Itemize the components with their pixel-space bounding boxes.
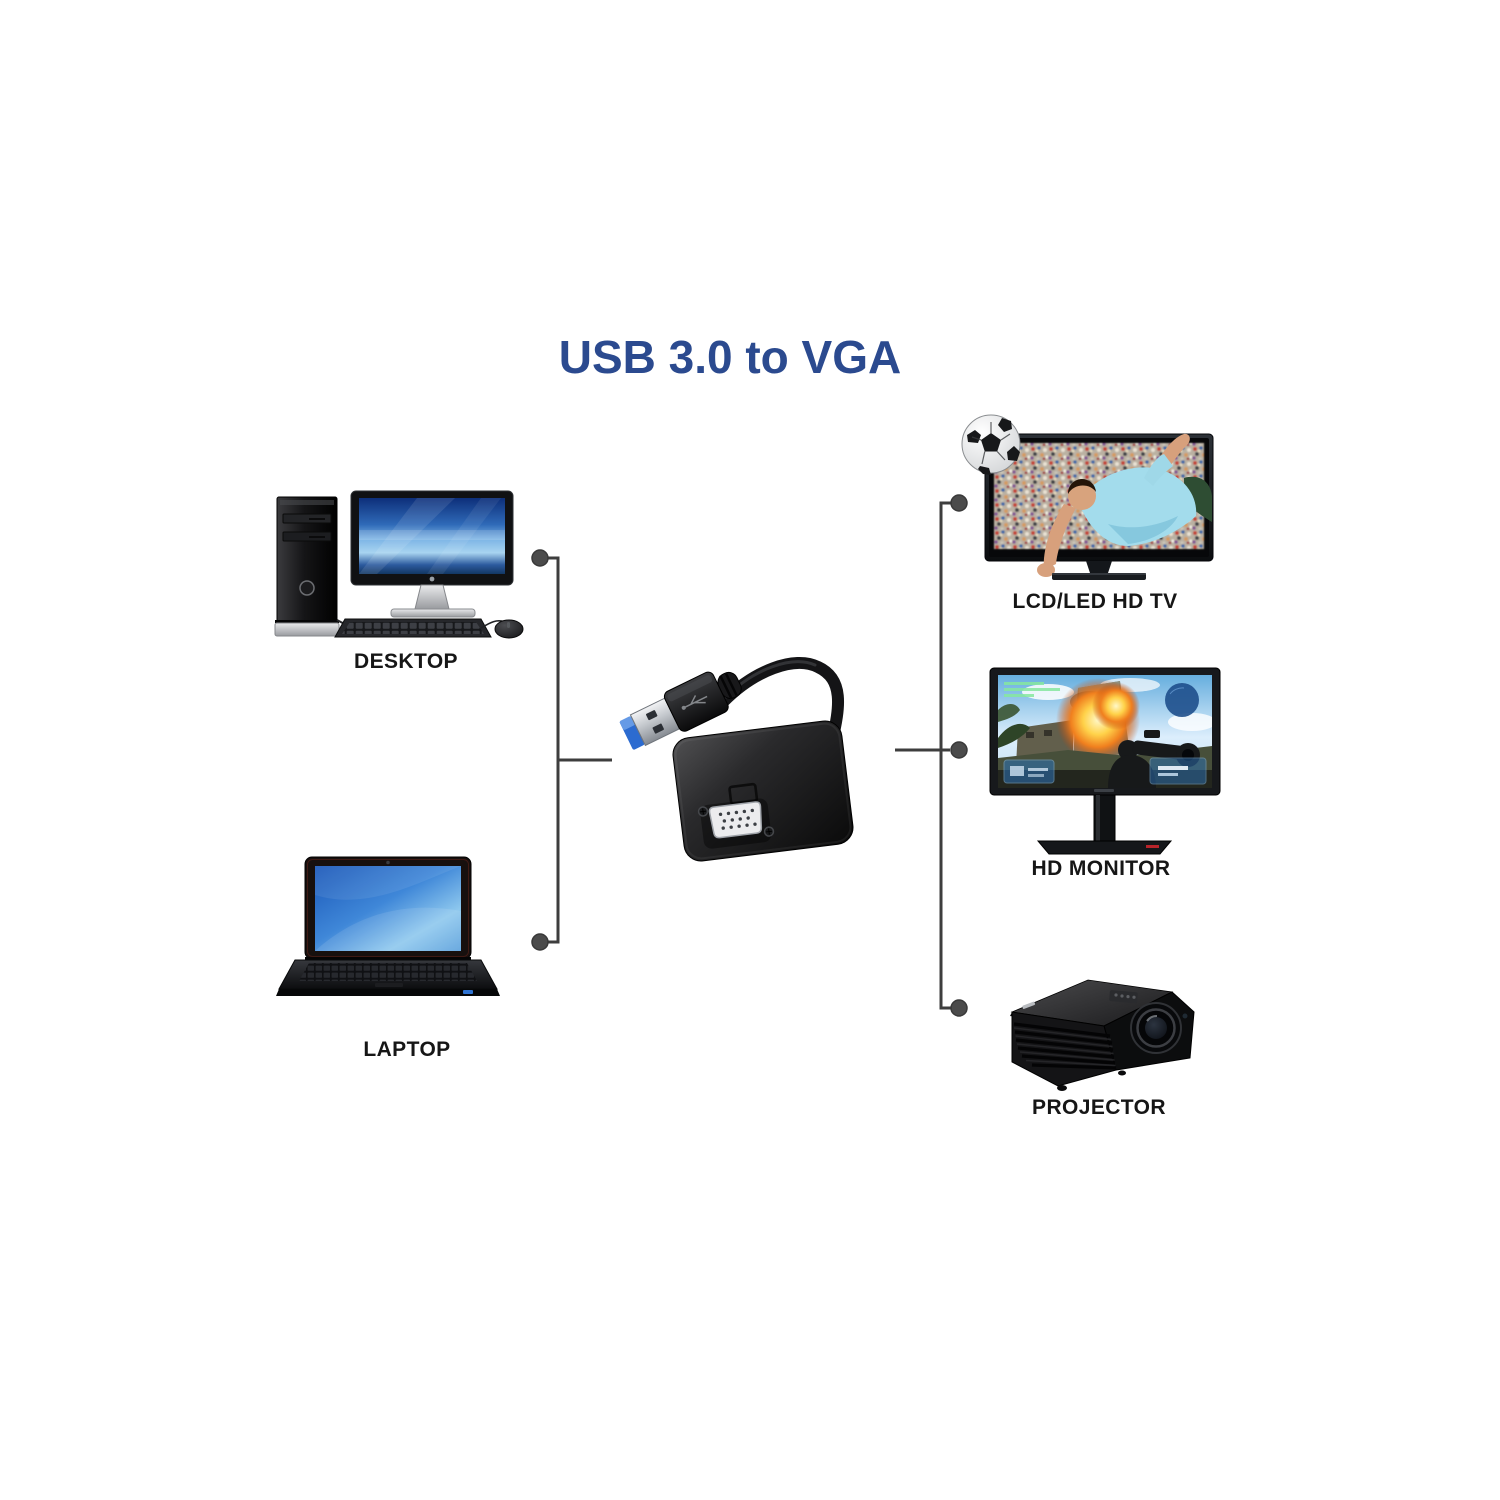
laptop-image [276, 856, 500, 996]
tv-figure [958, 404, 1223, 586]
keyboard [334, 618, 492, 638]
projector-figure [992, 966, 1212, 1106]
projector-image [1010, 979, 1195, 1091]
laptop-base [276, 957, 500, 996]
vga-port [708, 801, 763, 839]
adapter-body [672, 720, 854, 862]
monitor-label: HD MONITOR [1031, 857, 1171, 880]
projector-label: PROJECTOR [1032, 1096, 1166, 1119]
adapter-figure [598, 643, 898, 873]
desktop-monitor [350, 490, 514, 618]
usb-logo [681, 695, 708, 710]
hud-text [1004, 682, 1060, 697]
monitor-figure [978, 658, 1228, 858]
monitor-stand [1036, 794, 1173, 855]
connector-node-projector [950, 999, 968, 1017]
vent-ribs [1013, 1022, 1117, 1070]
desktop-label: DESKTOP [354, 650, 458, 673]
laptop-label: LAPTOP [363, 1038, 451, 1061]
soccer-ball [961, 414, 1021, 475]
desktop-figure [265, 478, 545, 663]
connector-node-monitor [950, 741, 968, 759]
screw-holes [697, 806, 775, 837]
tv-stand [1052, 561, 1146, 580]
connector-node-laptop [531, 933, 549, 951]
soccer-player [1037, 433, 1212, 577]
desktop-pc-image [274, 490, 524, 639]
usb-to-vga-adapter-image [619, 657, 854, 862]
laptop-figure [267, 853, 507, 1003]
tower-unit [274, 496, 340, 637]
page-title: USB 3.0 to VGA [558, 331, 902, 383]
usb-plug [619, 671, 742, 750]
monitor-image [989, 667, 1221, 855]
right-bracket-line [939, 501, 952, 1010]
tv-label: LCD/LED HD TV [1012, 590, 1178, 613]
monitor-screen [998, 675, 1212, 788]
projector-lens [1130, 1002, 1188, 1054]
mouse [480, 619, 524, 639]
tv-image [961, 414, 1214, 580]
laptop-screen [304, 856, 472, 960]
